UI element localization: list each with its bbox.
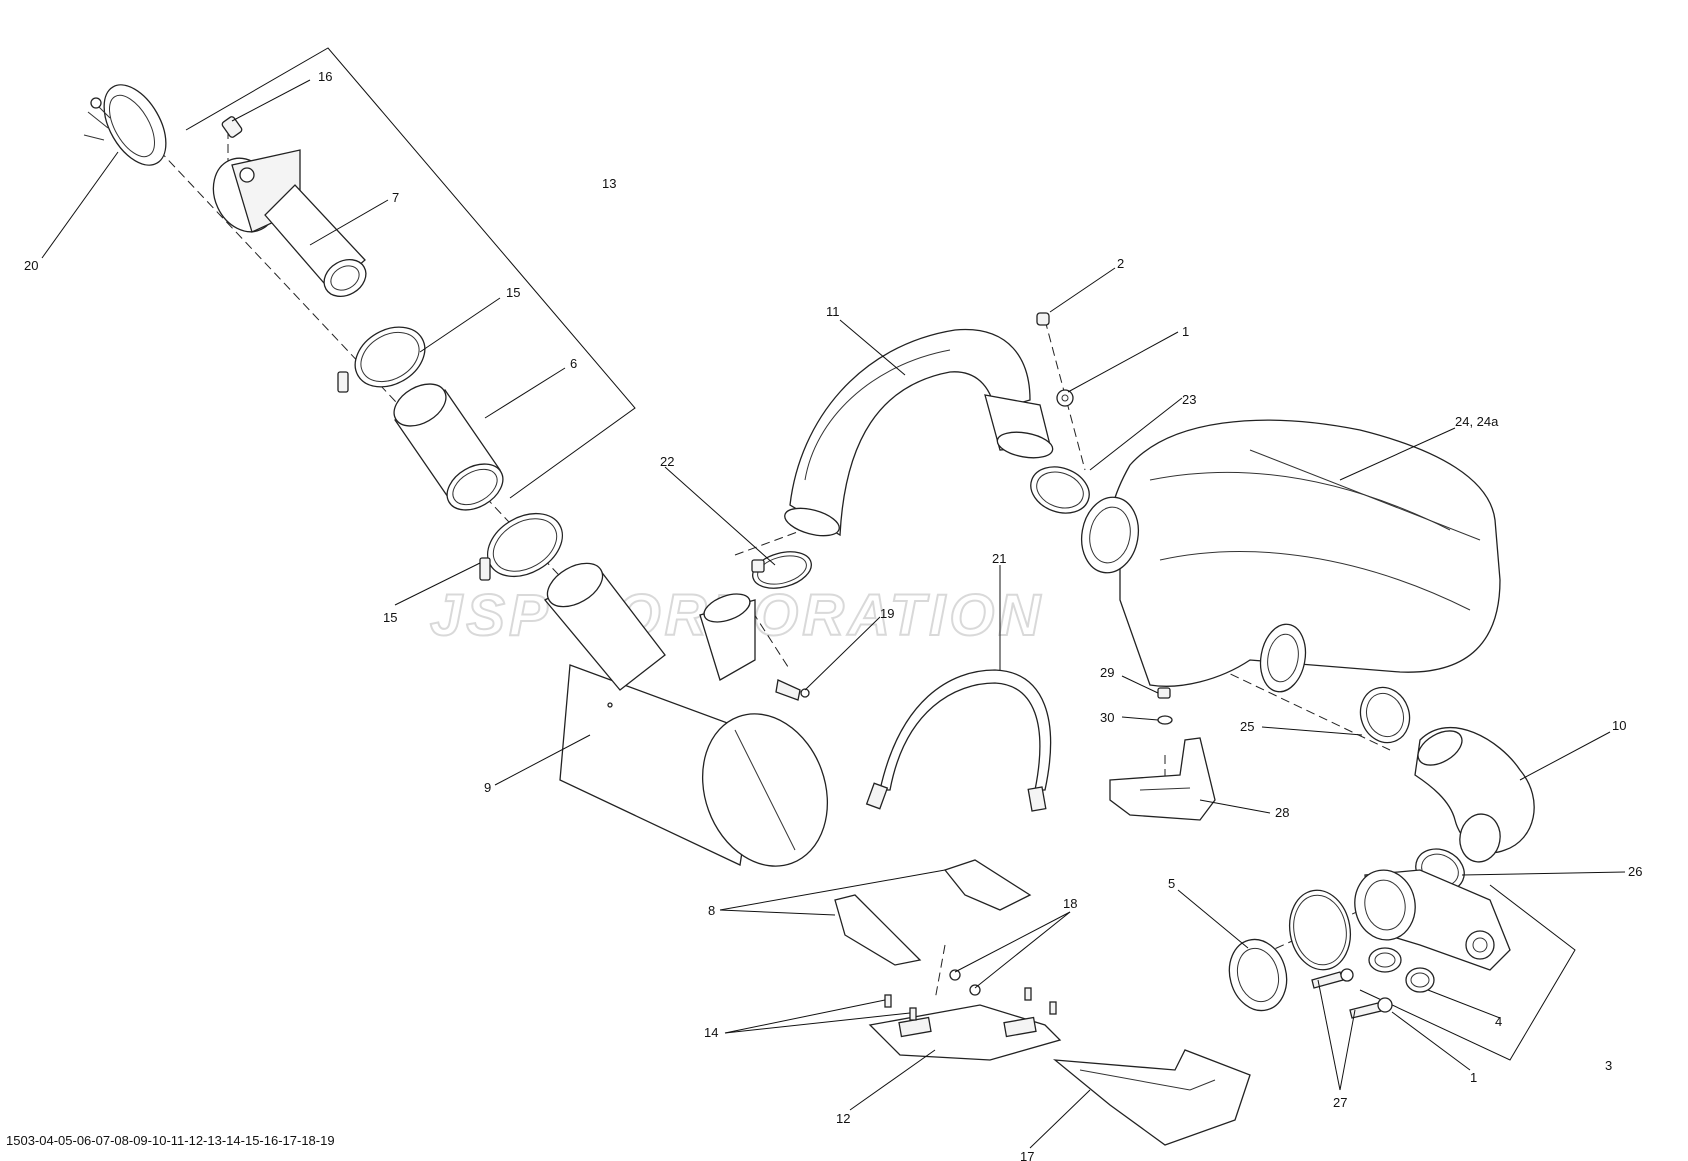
leader-lines [41, 79, 1626, 1149]
callout-3: 3 [1605, 1058, 1612, 1073]
ring-part-5 [1228, 938, 1288, 1012]
outlet-assembly-part-3 [1289, 869, 1511, 971]
callout-11: 11 [826, 304, 840, 319]
callout-18: 18 [1063, 896, 1077, 911]
coupler-sleeve-part-6 [393, 383, 504, 511]
gasket-part-4 [1368, 947, 1435, 993]
fitting-part-16 [221, 116, 243, 138]
callout-1-lower: 1 [1470, 1070, 1477, 1085]
callout-13: 13 [602, 176, 616, 191]
elbow-part-10 [1414, 727, 1535, 863]
band-clamp-part-15-lower [479, 512, 564, 581]
callout-4: 4 [1495, 1014, 1502, 1029]
callout-15-lower: 15 [383, 610, 397, 625]
callout-15-upper: 15 [506, 285, 520, 300]
callout-16: 16 [318, 69, 332, 84]
nut-washer-29-30 [1157, 687, 1173, 725]
strap-part-21 [865, 669, 1052, 812]
callout-28: 28 [1275, 805, 1289, 820]
sensor-part-19 [775, 679, 810, 701]
callout-9: 9 [484, 780, 491, 795]
clamp-part-23 [1030, 466, 1090, 514]
callout-25: 25 [1240, 719, 1254, 734]
band-clamp-part-15-upper [337, 326, 426, 393]
bracket-3 [1359, 884, 1576, 1061]
callout-21: 21 [992, 551, 1006, 566]
bracket-13 [185, 47, 636, 499]
callout-10: 10 [1612, 718, 1626, 733]
callout-29: 29 [1100, 665, 1114, 680]
curved-pipe-part-11 [784, 328, 1054, 537]
callout-labels: 20 16 7 13 15 6 15 9 22 11 19 2 1 23 24,… [24, 69, 1642, 1161]
bolts-washers-lower [1311, 968, 1393, 1019]
callout-23: 23 [1182, 392, 1196, 407]
mounting-plate-part-12 [868, 1004, 1062, 1061]
inlet-tube-part-7 [212, 149, 367, 298]
screws-14-18 [884, 969, 1057, 1021]
clamp-part-22 [751, 551, 812, 589]
skid-plate-part-17 [1052, 1049, 1251, 1146]
callout-12: 12 [836, 1111, 850, 1126]
clamp-part-25 [1359, 686, 1411, 744]
callout-14: 14 [704, 1025, 718, 1040]
callout-7: 7 [392, 190, 399, 205]
silencer-part-24 [1080, 419, 1501, 693]
callout-6: 6 [570, 356, 577, 371]
callout-30: 30 [1100, 710, 1114, 725]
diagram-reference-code: 1503-04-05-06-07-08-09-10-11-12-13-14-15… [6, 1133, 335, 1148]
callout-22: 22 [660, 454, 674, 469]
bracket-part-28 [1109, 737, 1216, 821]
callout-1-upper: 1 [1182, 324, 1189, 339]
callout-26: 26 [1628, 864, 1642, 879]
bolt-washer-upper [1036, 312, 1074, 407]
muffler-part-9 [543, 562, 829, 867]
callout-8: 8 [708, 903, 715, 918]
callout-19: 19 [880, 606, 894, 621]
callout-2: 2 [1117, 256, 1124, 271]
callout-24: 24, 24a [1455, 414, 1499, 429]
v-clamp-part-20 [83, 84, 167, 166]
callout-20: 20 [24, 258, 38, 273]
heat-shield-part-8 [834, 859, 1032, 966]
callout-5: 5 [1168, 876, 1175, 891]
callout-27: 27 [1333, 1095, 1347, 1110]
callout-17: 17 [1020, 1149, 1034, 1161]
